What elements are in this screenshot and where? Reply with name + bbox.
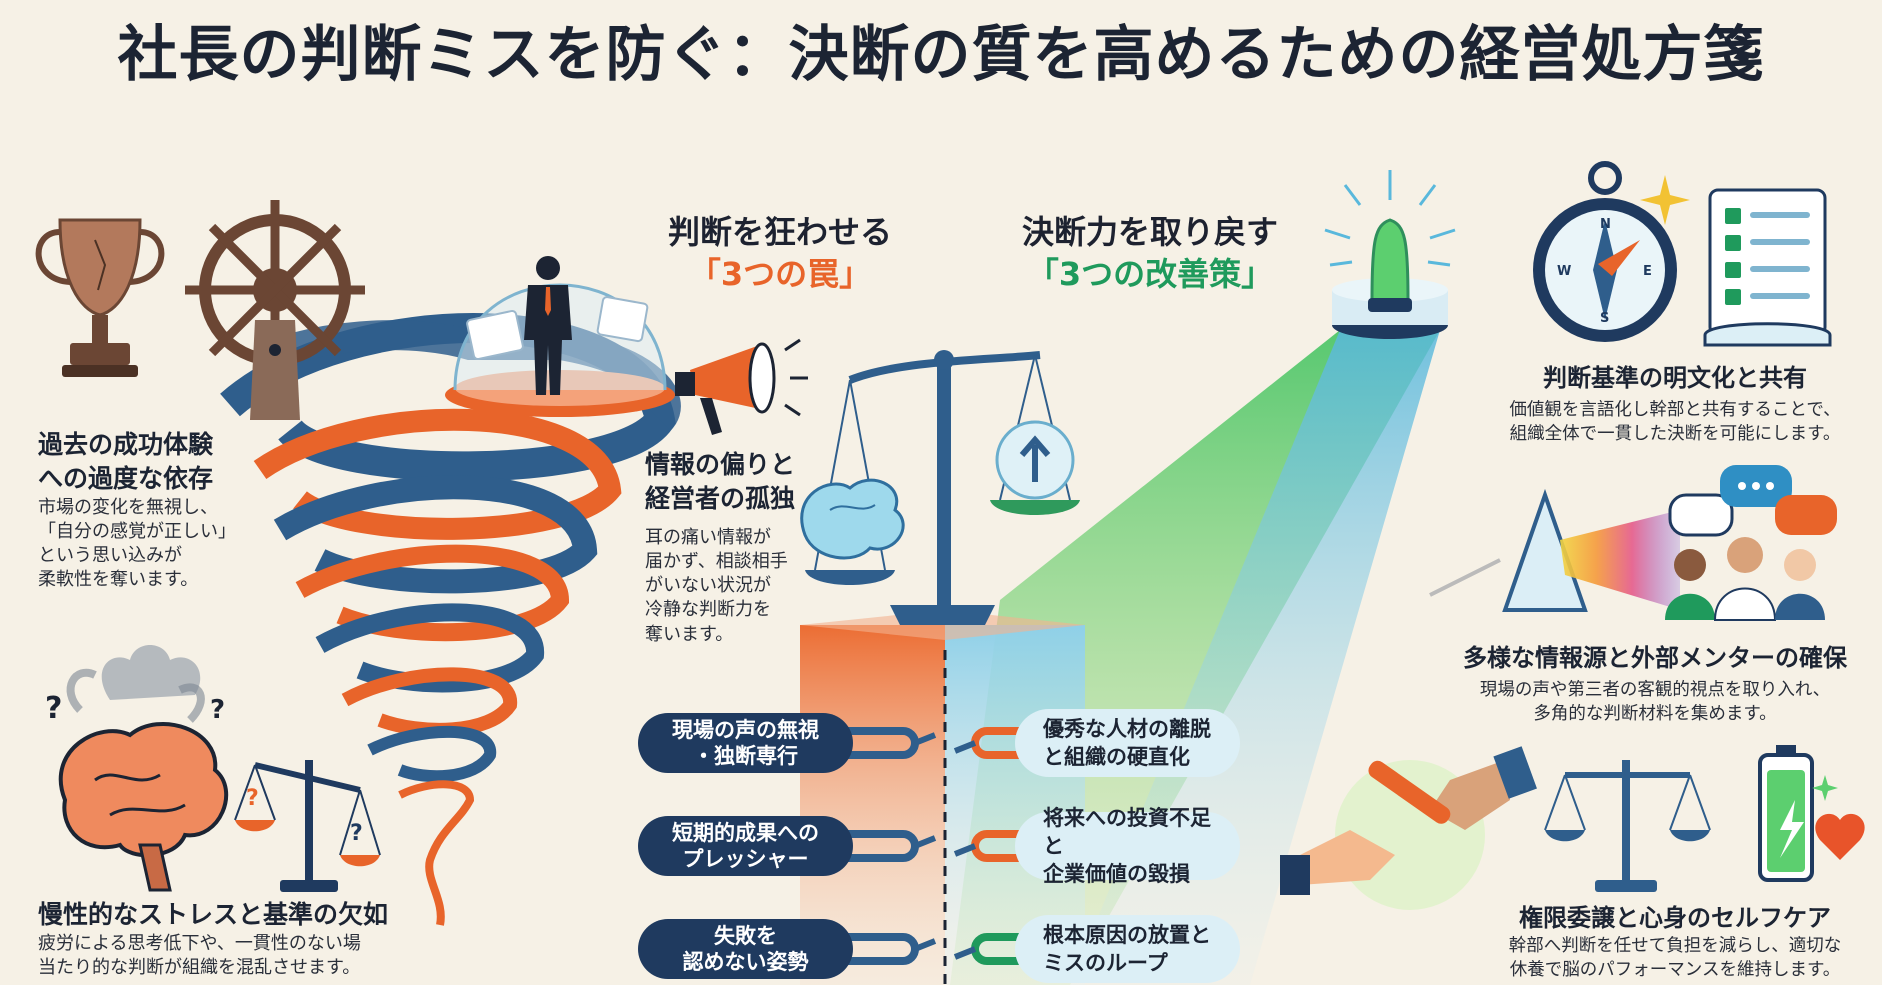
- trap-2: 情報の偏りと 経営者の孤独 耳の痛い情報が 届かず、相談相手 がいない状況が 冷…: [645, 448, 845, 647]
- battery-heart-icon: [1758, 745, 1865, 882]
- chain-effect-2: 将来への投資不足と企業価値の毀損: [1015, 806, 1240, 886]
- svg-text:?: ?: [210, 695, 225, 725]
- page-title: 社長の判断ミスを防ぐ：決断の質を高めるための経営処方箋: [117, 20, 1765, 90]
- balance-scale-icon: [1544, 760, 1711, 892]
- chain-cause-3: 失敗を認めない姿勢: [638, 919, 853, 979]
- chain-effect-3: 根本原因の放置とミスのループ: [1015, 915, 1240, 983]
- trap-2-body: 耳の痛い情報が 届かず、相談相手 がいない状況が 冷静な判断力を 奪います。: [645, 526, 788, 645]
- svg-text:?: ?: [246, 786, 259, 811]
- megaphone-icon: [675, 338, 808, 435]
- trophy-icon: [35, 218, 165, 377]
- prism-icon: [1429, 488, 1680, 612]
- people-icon: [1665, 537, 1825, 621]
- fix-2-title: 多様な情報源と外部メンターの確保: [1463, 644, 1847, 672]
- fix-1-title: 判断基準の明文化と共有: [1543, 364, 1807, 392]
- traps-heading-line2: 「3つの罠」: [688, 254, 872, 293]
- fix-1: 判断基準の明文化と共有 価値観を言語化し幹部と共有することで、 組織全体で一貫し…: [1480, 358, 1870, 446]
- trap-3-body: 疲労による思考低下や、一貫性のない場 当たり的な判断が組織を混乱させます。: [38, 932, 361, 979]
- crystal-ball-icon: [995, 420, 1075, 500]
- fix-3-title: 権限委譲と心身のセルフケア: [1519, 904, 1831, 932]
- chain-effect-1: 優秀な人材の離脱と組織の硬直化: [1015, 709, 1240, 777]
- traps-heading-line1: 判断を狂わせる: [667, 213, 892, 251]
- chain-cause-1: 現場の声の無視・独断専行: [638, 713, 853, 773]
- fix-2: 多様な情報源と外部メンターの確保 現場の声や第三者の客観的視点を取り入れ、 多角…: [1440, 638, 1870, 726]
- trap-2-title: 情報の偏りと 経営者の孤独: [645, 450, 796, 513]
- svg-text:W: W: [1557, 264, 1571, 279]
- handshake-baton-icon: [1280, 746, 1537, 910]
- fixes-heading: 決断力を取り戻す 「3つの改善策」: [990, 212, 1310, 295]
- speech-bubbles-icon: [1668, 465, 1837, 537]
- trap-3-title: 慢性的なストレスと基準の欠如: [38, 900, 389, 929]
- fix-1-body: 価値観を言語化し幹部と共有することで、 組織全体で一貫した決断を可能にします。: [1509, 400, 1841, 444]
- broken-scale-icon: ? ?: [234, 760, 381, 892]
- trap-1-body: 市場の変化を無視し、 「自分の感覚が正しい」 という思い込みが 柔軟性を奪います…: [38, 496, 236, 591]
- fixes-heading-line2: 「3つの改善策」: [1026, 254, 1274, 293]
- beacon-light-icon: [1324, 170, 1456, 339]
- smoke-icon: ? ?: [45, 645, 225, 726]
- fix-3: 権限委譲と心身のセルフケア 幹部へ判断を任せて負担を減らし、適切な 休養で脳のパ…: [1475, 898, 1875, 982]
- traps-heading: 判断を狂わせる 「3つの罠」: [630, 212, 930, 295]
- sparkle-icon: [1640, 175, 1690, 225]
- brain-icon: [800, 478, 905, 560]
- svg-text:E: E: [1643, 264, 1652, 279]
- svg-text:N: N: [1600, 217, 1611, 232]
- fix-2-body: 現場の声や第三者の客観的視点を取り入れ、 多角的な判断材料を集めます。: [1479, 680, 1831, 724]
- trap-1-title: 過去の成功体験 への過度な依存: [38, 430, 214, 493]
- glass-dome-icon: [445, 256, 675, 417]
- fixes-heading-line1: 決断力を取り戻す: [1021, 213, 1278, 251]
- svg-text:S: S: [1600, 311, 1609, 326]
- brain-icon: [58, 722, 229, 892]
- fix-3-body: 幹部へ判断を任せて負担を減らし、適切な 休養で脳のパフォーマンスを維持します。: [1508, 936, 1842, 980]
- chain-cause-2: 短期的成果へのプレッシャー: [638, 816, 853, 876]
- checklist-icon: [1703, 188, 1832, 347]
- ship-wheel-icon: [185, 200, 365, 420]
- trap-3: 慢性的なストレスと基準の欠如 疲労による思考低下や、一貫性のない場 当たり的な判…: [38, 898, 458, 980]
- trap-1: 過去の成功体験 への過度な依存 市場の変化を無視し、 「自分の感覚が正しい」 と…: [38, 428, 288, 593]
- svg-text:?: ?: [45, 691, 62, 726]
- compass-icon: N W E S: [1533, 161, 1677, 342]
- svg-text:?: ?: [350, 821, 363, 846]
